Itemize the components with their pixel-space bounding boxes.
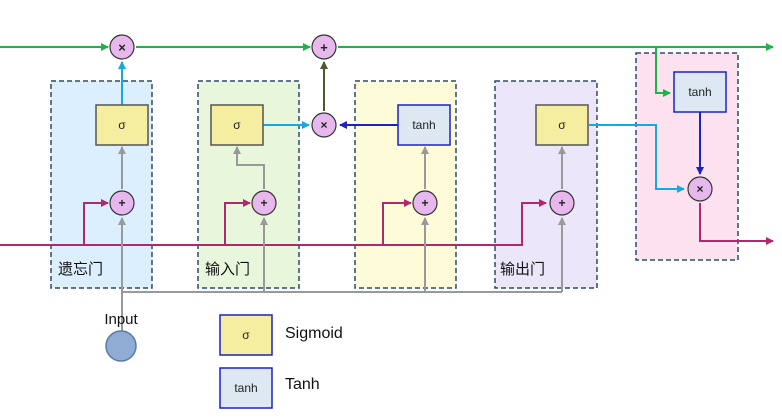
output-add-symbol: + [558,196,565,210]
output-multiply-op: × [687,176,713,202]
forget-sigma-text: σ [118,118,126,132]
legend: σ Sigmoid tanh Tanh [219,314,343,409]
cell-state-branch [655,47,671,97]
input-gate-label: 输入门 [205,260,250,278]
output-sigma-block [535,104,589,146]
candidate-tanh-block [397,104,451,146]
legend-sigmoid-swatch [219,314,273,356]
cell-add-op: + [311,34,337,60]
legend-tanh-swatch [219,367,273,409]
candidate-add-symbol: + [421,196,428,210]
hidden-to-input [208,199,251,246]
output-sigma-out [589,124,685,193]
legend-sigmoid-symbol: σ [242,328,250,342]
output-gate-label: 输出门 [500,260,545,278]
forget-multiply-op: × [109,34,135,60]
hidden-output-line [699,203,774,245]
legend-tanh-label: Tanh [285,376,320,393]
cell-tanh-block [673,71,727,113]
output-multiply-symbol: × [696,182,703,196]
input-node [105,330,137,362]
input-sigma-block [210,104,264,146]
cell-add-symbol: + [320,40,328,55]
forget-gate-label: 遗忘门 [58,260,103,278]
input-add-to-sigma [233,146,265,189]
legend-tanh-symbol: tanh [234,381,257,395]
cell-tanh-text: tanh [688,85,711,99]
hidden-to-output [505,199,547,246]
candidate-add-op: + [412,190,438,216]
legend-sigmoid-label: Sigmoid [285,325,343,342]
input-sigma-text: σ [233,118,241,132]
hidden-to-candidate [365,199,412,246]
input-add-op: + [251,190,277,216]
input-multiply-op: × [311,112,337,138]
output-sigma-text: σ [558,118,566,132]
forget-add-symbol: + [118,196,125,210]
input-add-symbol: + [260,196,267,210]
candidate-tanh-text: tanh [412,118,435,132]
input-label: Input [104,311,138,328]
forget-sigma-block [95,104,149,146]
forget-multiply-symbol: × [118,40,126,55]
forget-add-op: + [109,190,135,216]
hidden-to-forget [58,199,109,246]
output-add-op: + [549,190,575,216]
input-multiply-symbol: × [320,118,327,132]
